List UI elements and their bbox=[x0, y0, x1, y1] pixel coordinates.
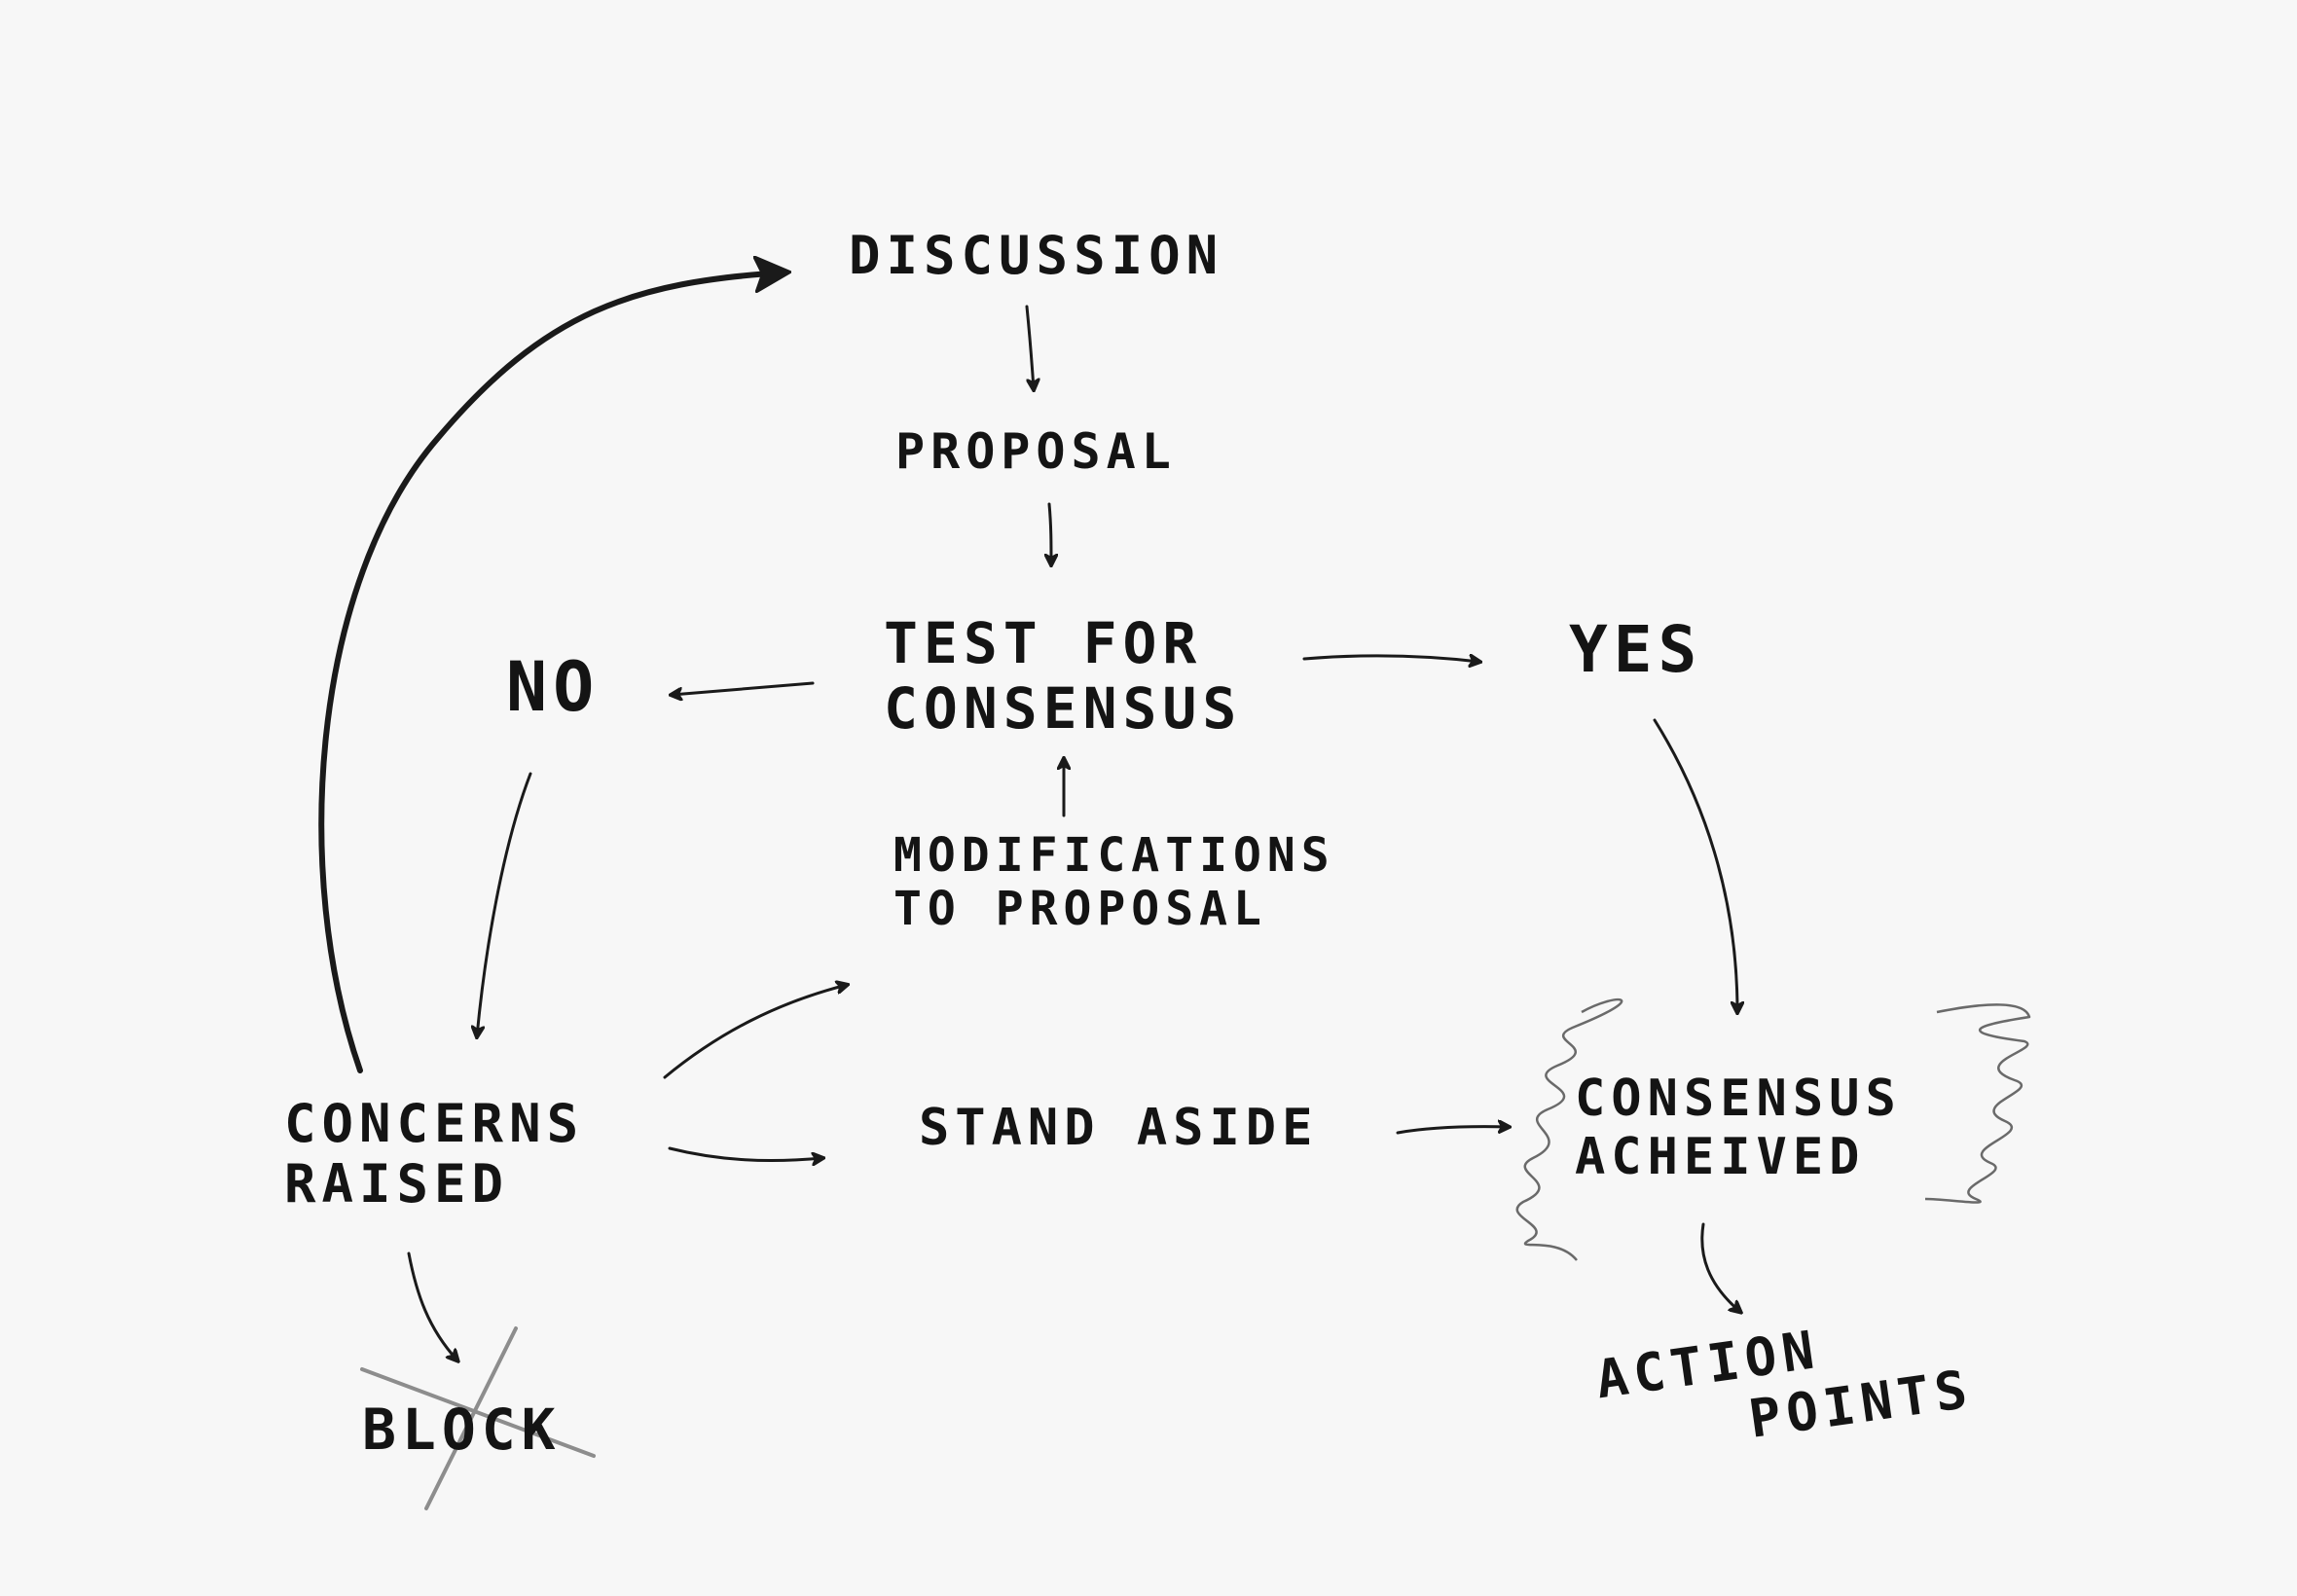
node-yes: YES bbox=[1569, 612, 1703, 687]
test-line-1: TEST FOR bbox=[884, 610, 1203, 676]
concerns-line-2: RAISED bbox=[284, 1153, 510, 1215]
block-strike-2 bbox=[424, 1326, 518, 1510]
edge-yes-to-consensus bbox=[1653, 718, 1737, 1012]
consensus-line-1: CONSENSUS bbox=[1575, 1070, 1902, 1128]
edge-discussion-to-proposal bbox=[1025, 305, 1034, 389]
edge-concerns-to-discussion bbox=[318, 272, 784, 1073]
edge-no-to-concerns bbox=[477, 772, 532, 1036]
edge-consensus-to-action bbox=[1700, 1222, 1740, 1312]
edge-test-to-yes bbox=[1302, 656, 1479, 662]
modifications-line-1: MODIFICATIONS bbox=[893, 828, 1335, 883]
edge-proposal-to-test bbox=[1049, 502, 1051, 564]
edge-test-to-no bbox=[672, 681, 815, 695]
node-no: NO bbox=[506, 647, 601, 727]
node-modifications-to-proposal: MODIFICATIONS TO PROPOSAL bbox=[893, 828, 1335, 937]
edge-concerns-to-modifications bbox=[663, 985, 847, 1079]
node-consensus-acheived: CONSENSUS ACHEIVED bbox=[1575, 1070, 1902, 1187]
modifications-line-2: TO PROPOSAL bbox=[893, 882, 1267, 937]
node-concerns-raised: CONCERNS RAISED bbox=[284, 1093, 585, 1215]
node-discussion: DISCUSSION bbox=[849, 225, 1224, 286]
edge-concerns-to-block bbox=[407, 1251, 457, 1360]
concerns-line-1: CONCERNS bbox=[284, 1093, 585, 1154]
test-line-2: CONSENSUS bbox=[884, 674, 1243, 742]
node-block: BLOCK bbox=[362, 1396, 562, 1463]
node-stand-aside: STAND ASIDE bbox=[919, 1099, 1319, 1157]
edge-stand-aside-to-consensus bbox=[1396, 1127, 1509, 1135]
edge-concerns-to-stand-aside bbox=[668, 1146, 822, 1161]
node-proposal: PROPOSAL bbox=[895, 423, 1177, 480]
consensus-line-2: ACHEIVED bbox=[1575, 1127, 1866, 1186]
consensus-scribble-left bbox=[1515, 998, 1623, 1261]
block-strike-1 bbox=[360, 1367, 596, 1458]
node-test-for-consensus: TEST FOR CONSENSUS bbox=[884, 611, 1242, 741]
consensus-scribble-right bbox=[1924, 1003, 2031, 1204]
